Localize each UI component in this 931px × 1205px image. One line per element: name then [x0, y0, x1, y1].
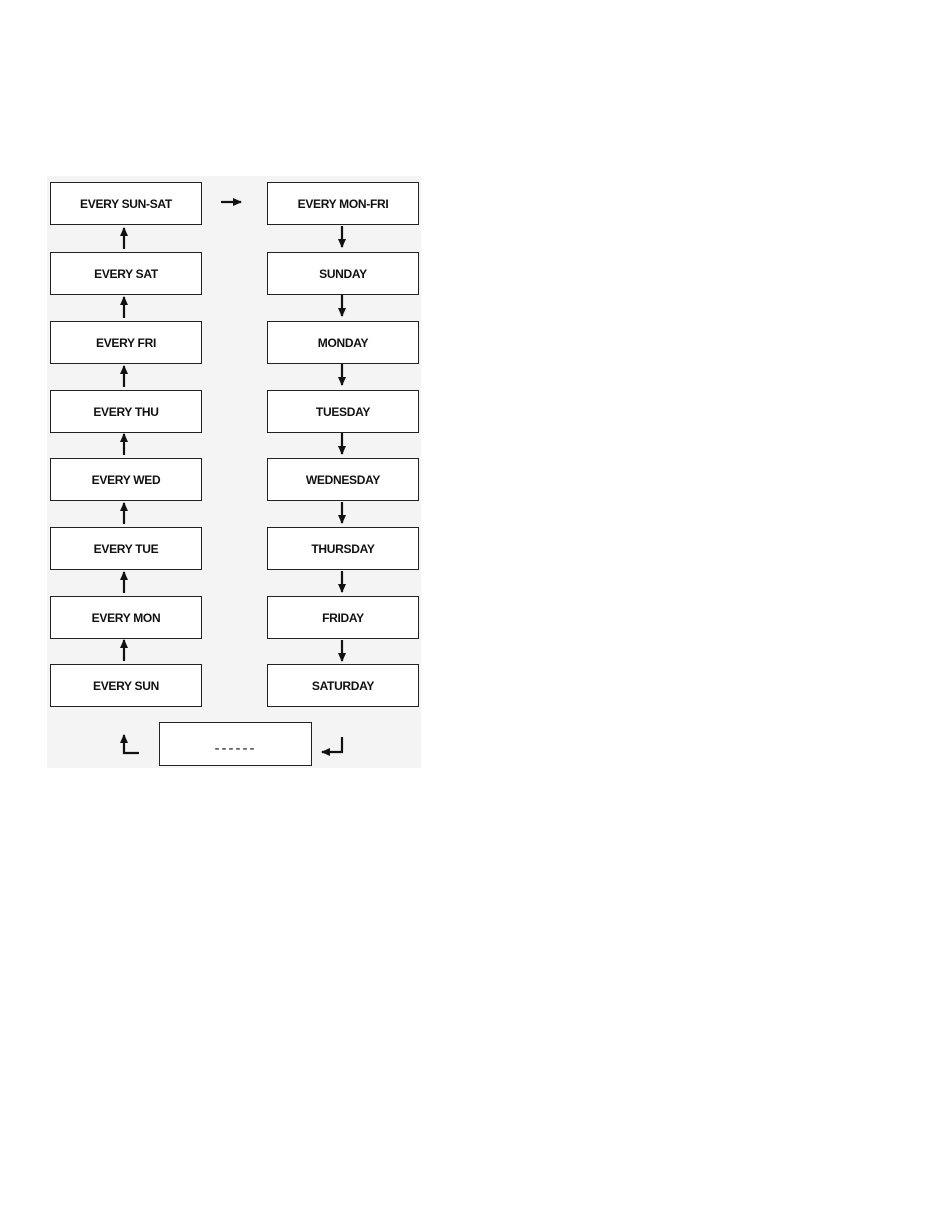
arrow-loop-right-in — [322, 737, 342, 752]
arrow-loop-left-up — [124, 735, 139, 753]
